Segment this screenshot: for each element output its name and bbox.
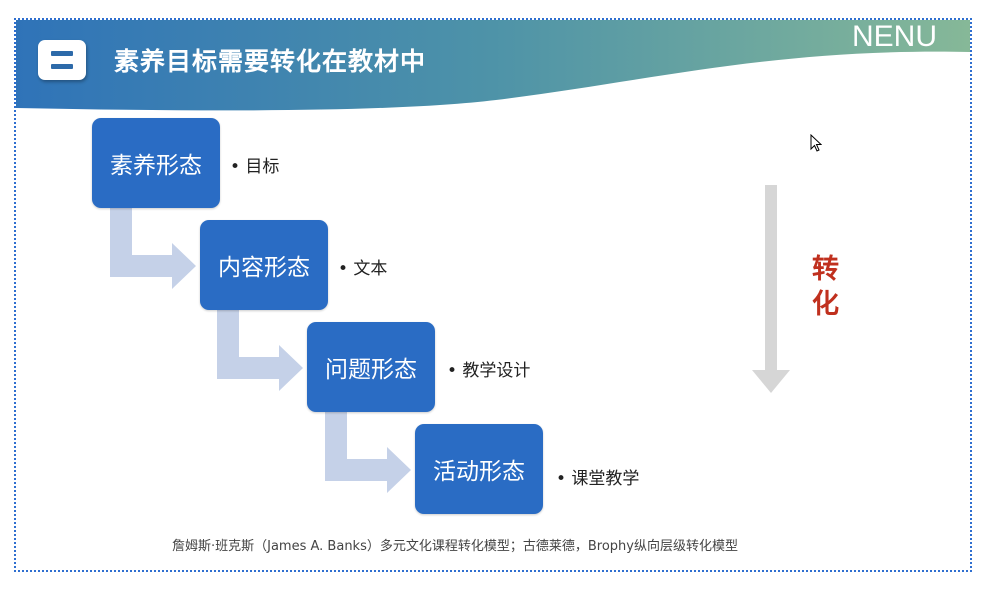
step-box-literacy: 素养形态	[92, 118, 220, 208]
mouse-cursor-icon	[810, 134, 822, 152]
step-bullet: • 教学设计	[447, 361, 531, 381]
arrow-3	[325, 412, 411, 493]
step-box-activity: 活动形态	[415, 424, 543, 514]
transform-label-2: 化	[812, 289, 839, 320]
section-number-badge	[38, 40, 86, 80]
step-box-content: 内容形态	[200, 220, 328, 310]
step-bullet: • 课堂教学	[556, 469, 640, 489]
slide-title: 素养目标需要转化在教材中	[114, 47, 427, 76]
nenu-logo: NENU	[852, 20, 938, 53]
down-arrow	[752, 185, 790, 393]
step-box-problem: 问题形态	[307, 322, 435, 412]
source-caption: 詹姆斯·班克斯（James A. Banks）多元文化课程转化模型；古德莱德，B…	[172, 539, 738, 554]
transform-label-1: 转	[812, 254, 839, 285]
arrow-2	[217, 310, 303, 391]
screen-border	[14, 18, 972, 572]
step-bullet: • 文本	[338, 259, 388, 279]
step-bullet: • 目标	[230, 157, 280, 177]
arrow-1	[110, 208, 196, 289]
header-banner	[16, 20, 970, 111]
